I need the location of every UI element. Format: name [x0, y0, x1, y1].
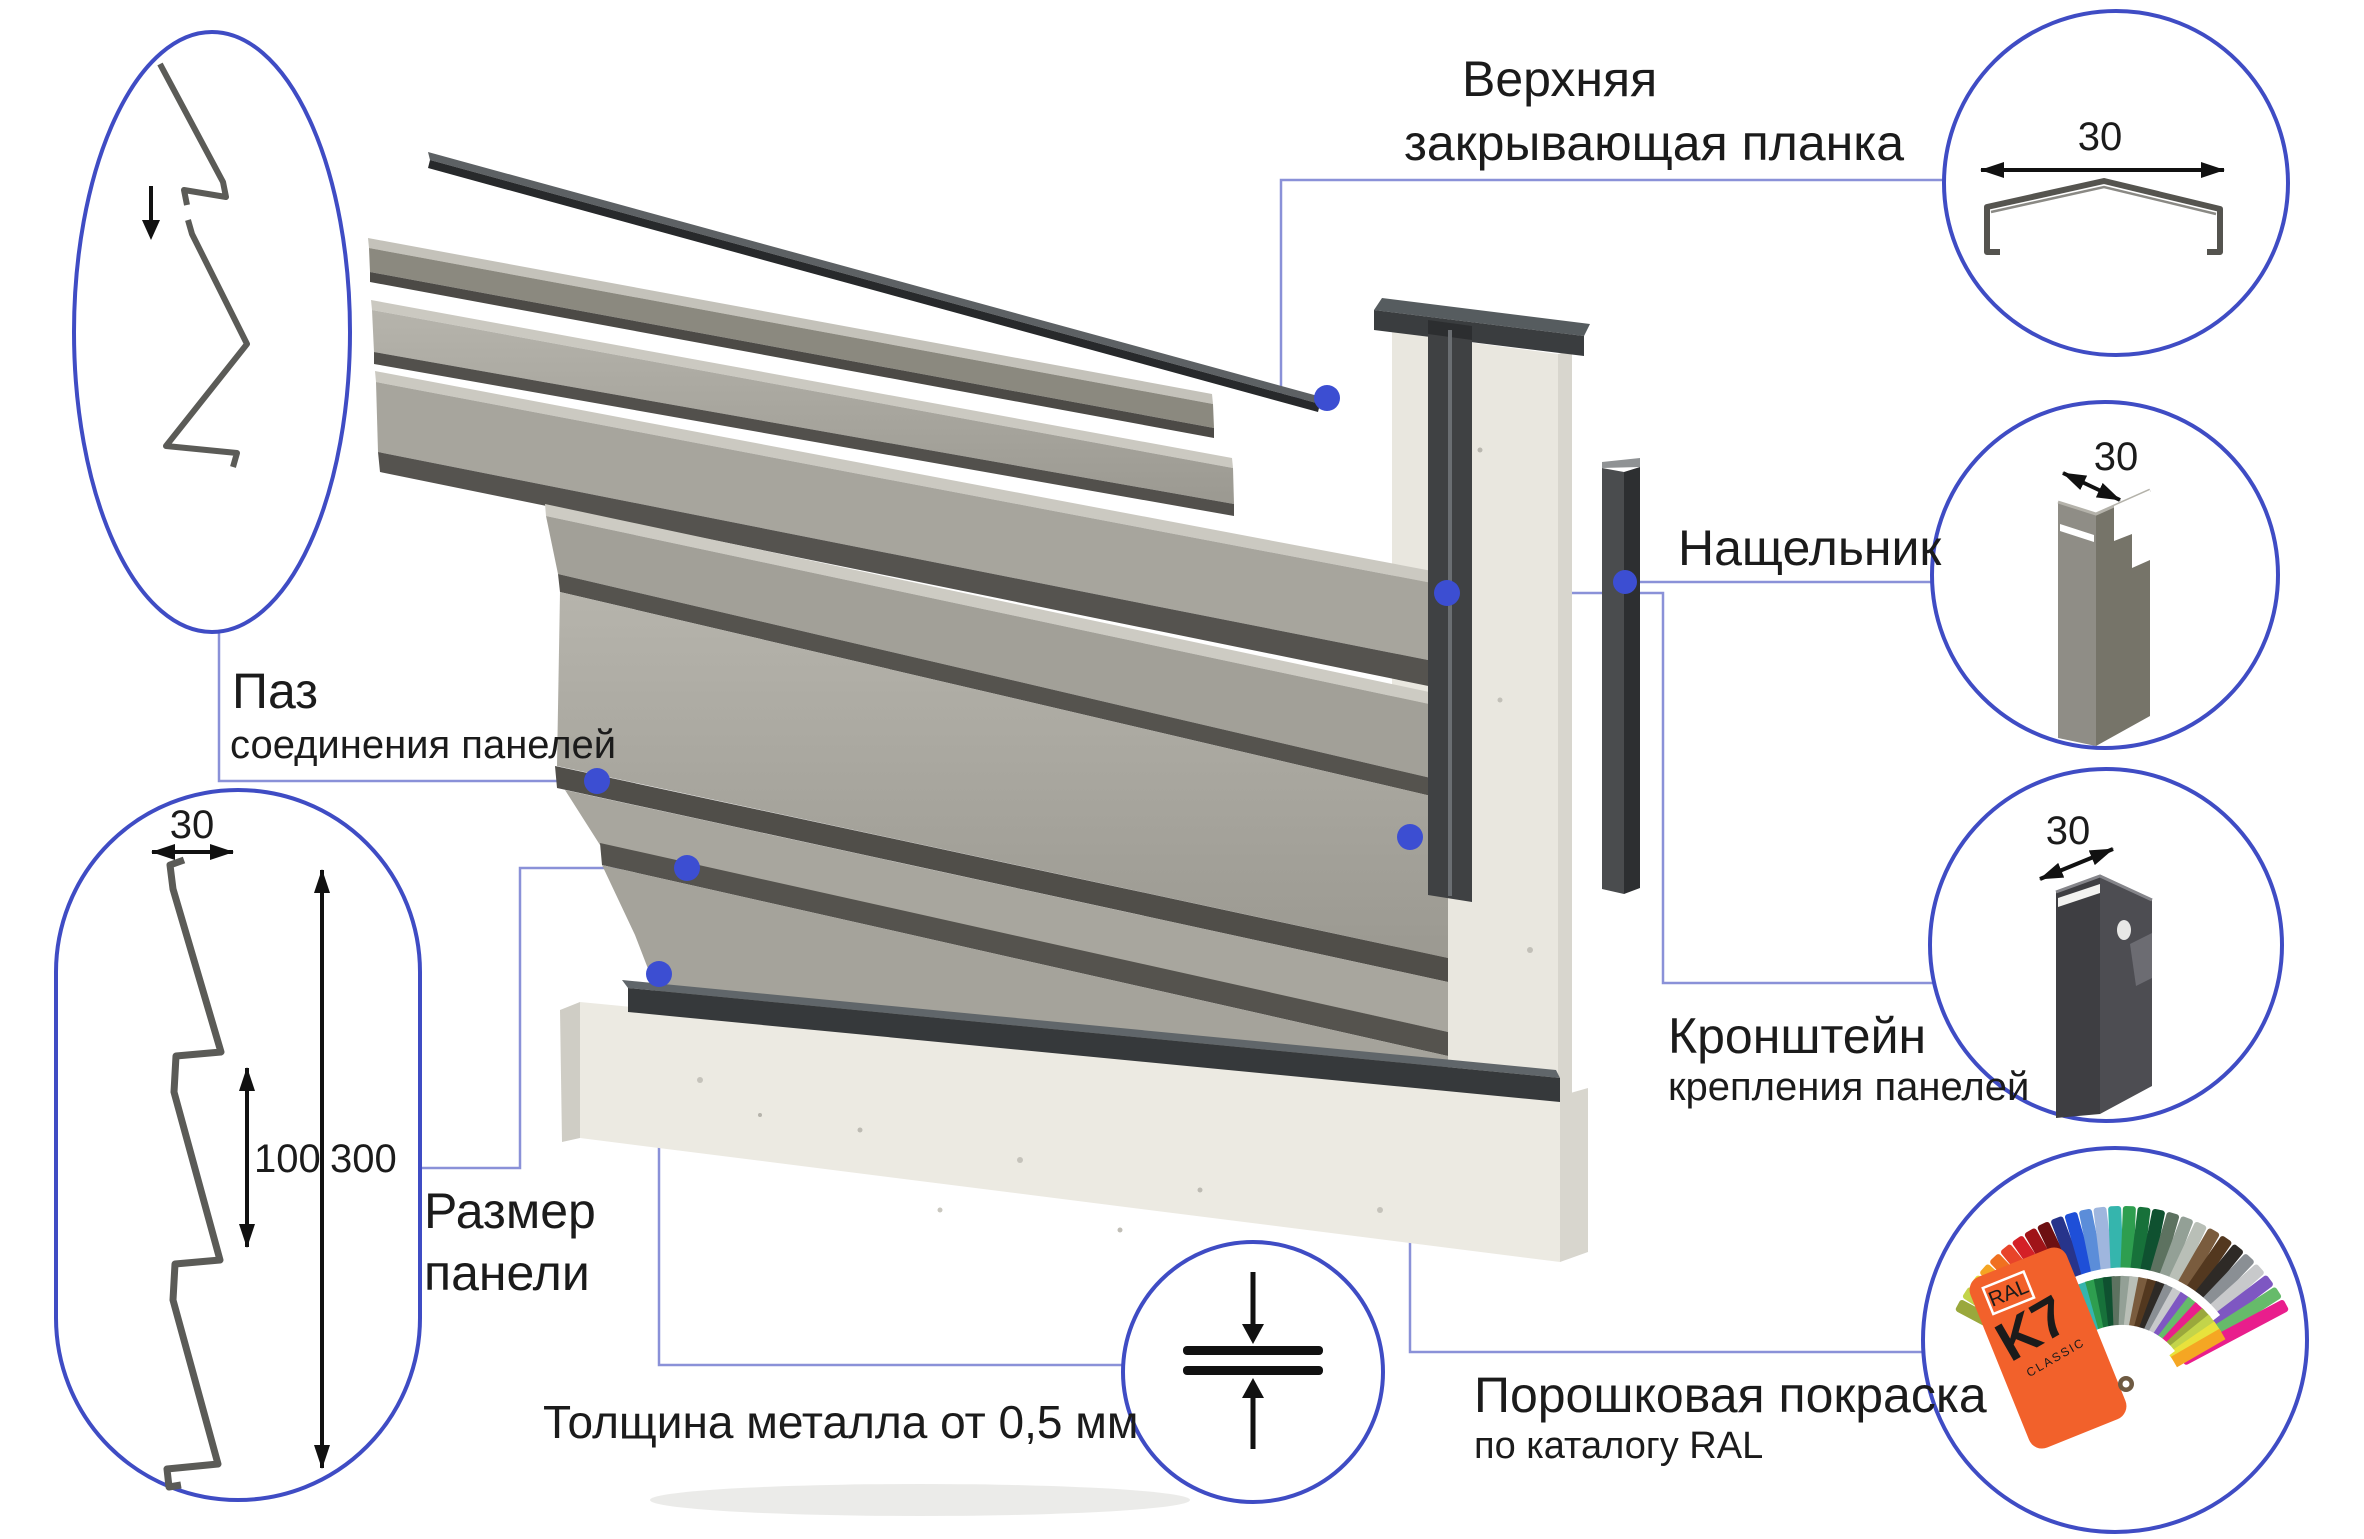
panel-top-edge [368, 238, 1213, 404]
panel-top-edge [545, 504, 1448, 708]
label-kronshtein-line1: Кронштейн [1668, 1008, 1926, 1064]
nashelnik-notch [2114, 490, 2150, 568]
nashelnik-strip-3d [1602, 458, 1640, 894]
nashelnik-left-face [2058, 502, 2096, 746]
cover-strip-profile-inner [1990, 185, 2217, 216]
dim-arrow-kronshtein [2039, 847, 2114, 881]
louvre-panels-upper [368, 238, 1448, 690]
strip-top-edge [1602, 458, 1640, 468]
dim-panel-height: 300 [330, 1137, 397, 1181]
callout-circle-ral [1921, 1146, 2309, 1534]
base-right-end [1560, 1088, 1588, 1262]
panel-bottom-lip [374, 352, 1234, 516]
callout-top-strip-detail: 30 [1942, 9, 2290, 357]
dim-panel-hook: 30 [170, 803, 215, 847]
panel-face [369, 248, 1214, 428]
callout-dots [584, 385, 1637, 987]
dim-nashelnik: 30 [2094, 435, 2139, 479]
label-powder-line2: по каталогу RAL [1474, 1425, 1763, 1467]
label-powder-line1: Порошковая покраска [1474, 1367, 1987, 1423]
strip-front [1602, 468, 1624, 894]
dot-powder [1397, 824, 1423, 850]
joint-profile-upper [157, 62, 229, 206]
label-kronshtein-line2: крепления панелей [1668, 1065, 2029, 1109]
thickness-sheet-top [1183, 1346, 1323, 1355]
label-paz-line2: соединения панелей [230, 723, 616, 767]
base-front-face [580, 1002, 1560, 1262]
nashelnik-slit [2060, 524, 2094, 542]
callout-nashelnik-detail: 30 [1930, 400, 2280, 750]
post-cap-front [1374, 310, 1584, 356]
panel-face [376, 382, 1448, 664]
ral-cover-logo-box [1981, 1269, 2036, 1316]
ground-shadow [650, 1484, 1190, 1516]
callout-size-detail: 30 100 300 [54, 788, 422, 1502]
callout-thickness-detail [1121, 1240, 1385, 1504]
label-size-line2: панели [424, 1245, 590, 1301]
thickness-arrow-top-head [1242, 1324, 1264, 1344]
ral-fan-cover: RAL K7 CLASSIC [1969, 1247, 2127, 1449]
label-top-strip-line1: Верхняя [1462, 51, 1657, 107]
strip-top [428, 152, 1320, 404]
post-right-face [1558, 350, 1572, 1240]
kronshtein-hole [2117, 920, 2131, 940]
dot-top-strip [1314, 385, 1340, 411]
kronshtein-left-face [2056, 876, 2100, 1118]
kronshtein-right-face [2100, 876, 2152, 1114]
panel-face [557, 592, 1448, 958]
ral-fan-grommet-hole [2122, 1380, 2130, 1388]
base-cap-front [628, 988, 1560, 1102]
strip-front [428, 160, 1320, 412]
label-size-line1: Размер [424, 1183, 596, 1239]
kronshtein-notch [2130, 933, 2152, 986]
panel-bottom-lip [378, 452, 1448, 690]
cover-strip-profile [1984, 178, 2223, 255]
panel-face [565, 790, 1448, 1032]
panel-face [372, 310, 1234, 504]
panel-face [546, 516, 1448, 782]
insert-arrow-head [142, 220, 160, 240]
dim-step-height: 100 [254, 1137, 321, 1181]
dim-kronshtein: 30 [2046, 809, 2091, 853]
panel-groove [600, 843, 1448, 1056]
base-left-end [560, 1002, 580, 1142]
connector-top-strip [1279, 178, 1944, 400]
thickness-arrow-bottom-head [1242, 1378, 1264, 1398]
panel-bottom-lip [370, 272, 1214, 438]
callout-circle-paz [72, 30, 352, 634]
fence-3d-render [368, 152, 1640, 1516]
base-cap-top [622, 980, 1560, 1078]
callout-paz-detail [72, 30, 352, 634]
dot-thickness [646, 961, 672, 987]
panel-profile [163, 856, 225, 1491]
thickness-sheet-bottom [1183, 1366, 1323, 1375]
label-top-strip-line2: закрывающая планка [1404, 115, 1904, 171]
panel-groove [558, 574, 1448, 800]
kronshtein-slit [2058, 884, 2100, 907]
dot-nashelnik [1613, 570, 1637, 594]
strip-side [1624, 467, 1640, 894]
dim-arrow-nashelnik [2062, 471, 2121, 502]
panel-top-edge [371, 300, 1233, 468]
joint-profile-lower [163, 219, 250, 468]
top-cover-strip-3d [428, 152, 1320, 412]
dot-kronshtein [1434, 580, 1460, 606]
panel-groove [555, 766, 1448, 982]
label-nashelnik: Нащельник [1678, 520, 1942, 576]
dot-size [674, 855, 700, 881]
panel-top-edge [375, 371, 1448, 586]
label-thickness: Толщина металла от 0,5 мм [543, 1396, 1138, 1448]
dim-top-strip: 30 [2078, 115, 2123, 159]
diagram-labels: Верхняя закрывающая планка Нащельник Кро… [230, 51, 2029, 1467]
label-paz-line1: Паз [232, 663, 318, 719]
callout-kronshtein-detail: 30 [1928, 767, 2284, 1123]
concrete-base [560, 980, 1588, 1262]
ral-cover-card [1969, 1247, 2127, 1449]
connector-paz [217, 630, 597, 783]
dot-paz [584, 768, 610, 794]
post-cap-top [1374, 298, 1590, 336]
bracket-channel [1428, 320, 1472, 902]
callout-ral-detail: RAL K7 CLASSIC [1921, 1146, 2309, 1534]
